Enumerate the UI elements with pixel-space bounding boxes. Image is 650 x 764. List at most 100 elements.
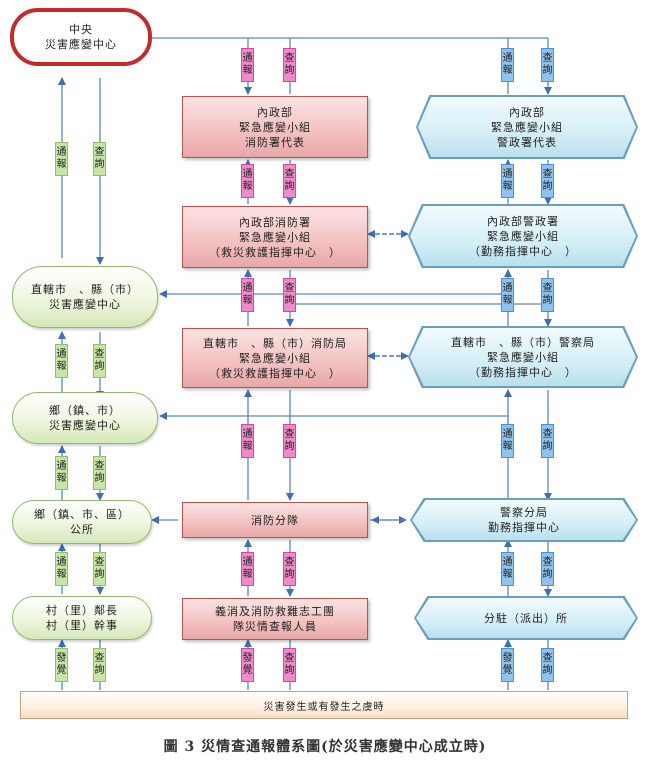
label-discover-text: 發覺 <box>56 653 67 677</box>
label-glyph: 查 <box>542 429 553 440</box>
label-query: 查詢 <box>93 344 106 378</box>
label-report: 通報 <box>501 424 514 458</box>
township-office-line2: 公所 <box>70 523 94 536</box>
label-query-text: 查詢 <box>284 557 295 581</box>
label-glyph: 查 <box>284 169 295 180</box>
label-glyph: 通 <box>242 53 253 64</box>
label-query-text: 查詢 <box>284 429 295 453</box>
volunteers-line1: 義消及消防救難志工團 <box>215 605 335 618</box>
label-glyph: 通 <box>502 557 513 568</box>
label-glyph: 通 <box>56 147 67 158</box>
label-glyph: 詢 <box>94 159 105 170</box>
city-fire-bureau: 直轄市 、縣（市）消防局 緊急應變小組 （救災救護指揮中心 ） <box>182 328 368 388</box>
label-report: 通報 <box>55 344 68 378</box>
police-station-line1: 分駐（派出）所 <box>484 611 568 625</box>
label-glyph: 報 <box>502 569 513 580</box>
figure-caption: 圖 3 災情查通報體系圖(於災害應變中心成立時) <box>163 739 487 755</box>
moi-fire-team-line1: 內政部 <box>257 105 293 119</box>
city-fire-line2: 緊急應變小組 <box>239 351 311 365</box>
label-glyph: 查 <box>94 557 105 568</box>
label-glyph: 查 <box>542 653 553 664</box>
label-glyph: 查 <box>284 429 295 440</box>
label-query: 查詢 <box>541 424 554 458</box>
village-line1: 村（里）鄰長 <box>46 604 118 617</box>
township-office-line1: 鄉（鎮、市、區） <box>34 508 130 521</box>
label-report-text: 通報 <box>242 557 253 581</box>
label-glyph: 發 <box>56 653 67 664</box>
label-query-text: 查詢 <box>284 283 295 307</box>
moi-police-team-line3: 警政署代表 <box>497 135 557 149</box>
label-glyph: 報 <box>242 441 253 452</box>
disaster-occurrence-text: 災害發生或有發生之虞時 <box>263 701 385 713</box>
label-report: 通報 <box>501 164 514 198</box>
central-line2: 災害應變中心 <box>45 38 117 51</box>
label-glyph: 查 <box>542 283 553 294</box>
moi-police-team: 內政部 緊急應變小組 警政署代表 <box>418 97 636 157</box>
label-glyph: 詢 <box>284 441 295 452</box>
police-station: 分駐（派出）所 <box>416 598 636 638</box>
police-branch: 警察分局 勤務指揮中心 <box>412 500 636 540</box>
police-branch-line2: 勤務指揮中心 <box>488 521 560 534</box>
label-query-text: 查詢 <box>284 169 295 193</box>
label-query: 查詢 <box>283 424 296 458</box>
label-report-text: 通報 <box>502 283 513 307</box>
label-glyph: 報 <box>502 441 513 452</box>
label-glyph: 通 <box>242 169 253 180</box>
label-glyph: 報 <box>56 361 67 372</box>
label-query-text: 查詢 <box>94 461 105 485</box>
label-query: 查詢 <box>93 648 106 682</box>
label-glyph: 查 <box>284 283 295 294</box>
label-glyph: 報 <box>242 65 253 76</box>
village-line2: 村（里）幹事 <box>46 619 118 632</box>
npa-line3: （勤務指揮中心 ） <box>469 244 577 258</box>
label-glyph: 詢 <box>284 65 295 76</box>
label-glyph: 詢 <box>94 361 105 372</box>
label-query: 查詢 <box>283 552 296 586</box>
fire-branch: 消防分隊 <box>182 502 368 538</box>
label-glyph: 報 <box>242 569 253 580</box>
label-glyph: 發 <box>242 653 253 664</box>
label-query: 查詢 <box>283 164 296 198</box>
label-report-text: 通報 <box>242 283 253 307</box>
fire-branch-line1: 消防分隊 <box>251 513 299 527</box>
label-glyph: 詢 <box>284 295 295 306</box>
label-query-text: 查詢 <box>542 53 553 77</box>
label-glyph: 詢 <box>284 569 295 580</box>
label-glyph: 通 <box>56 349 67 360</box>
label-query: 查詢 <box>283 648 296 682</box>
label-glyph: 通 <box>502 429 513 440</box>
label-glyph: 查 <box>542 169 553 180</box>
label-report: 通報 <box>241 552 254 586</box>
village-chiefs: 村（里）鄰長 村（里）幹事 <box>12 596 152 640</box>
label-glyph: 通 <box>502 283 513 294</box>
label-glyph: 通 <box>56 461 67 472</box>
label-report-text: 通報 <box>242 169 253 193</box>
label-report: 通報 <box>241 424 254 458</box>
label-query-text: 查詢 <box>542 429 553 453</box>
label-query-text: 查詢 <box>542 169 553 193</box>
label-report: 通報 <box>241 278 254 312</box>
label-glyph: 通 <box>242 429 253 440</box>
label-discover: 發覺 <box>241 648 254 682</box>
label-glyph: 通 <box>56 557 67 568</box>
label-report: 通報 <box>501 278 514 312</box>
label-glyph: 查 <box>542 53 553 64</box>
label-glyph: 查 <box>94 349 105 360</box>
city-police-bureau: 直轄市 、縣（市）警察局 緊急應變小組 （勤務指揮中心 ） <box>410 328 636 386</box>
label-report: 通報 <box>241 48 254 82</box>
label-query: 查詢 <box>93 142 106 176</box>
label-glyph: 通 <box>502 169 513 180</box>
label-glyph: 查 <box>94 653 105 664</box>
label-query-text: 查詢 <box>542 557 553 581</box>
city-fire-line3: （救災救護指揮中心 ） <box>209 366 341 380</box>
label-report: 通報 <box>55 552 68 586</box>
label-glyph: 詢 <box>542 441 553 452</box>
label-glyph: 查 <box>94 461 105 472</box>
label-glyph: 報 <box>502 65 513 76</box>
moi-police-team-line1: 內政部 <box>509 105 545 119</box>
label-report: 通報 <box>55 142 68 176</box>
label-discover: 發覺 <box>55 648 68 682</box>
label-glyph: 詢 <box>542 295 553 306</box>
label-query: 查詢 <box>283 278 296 312</box>
label-query: 查詢 <box>93 552 106 586</box>
